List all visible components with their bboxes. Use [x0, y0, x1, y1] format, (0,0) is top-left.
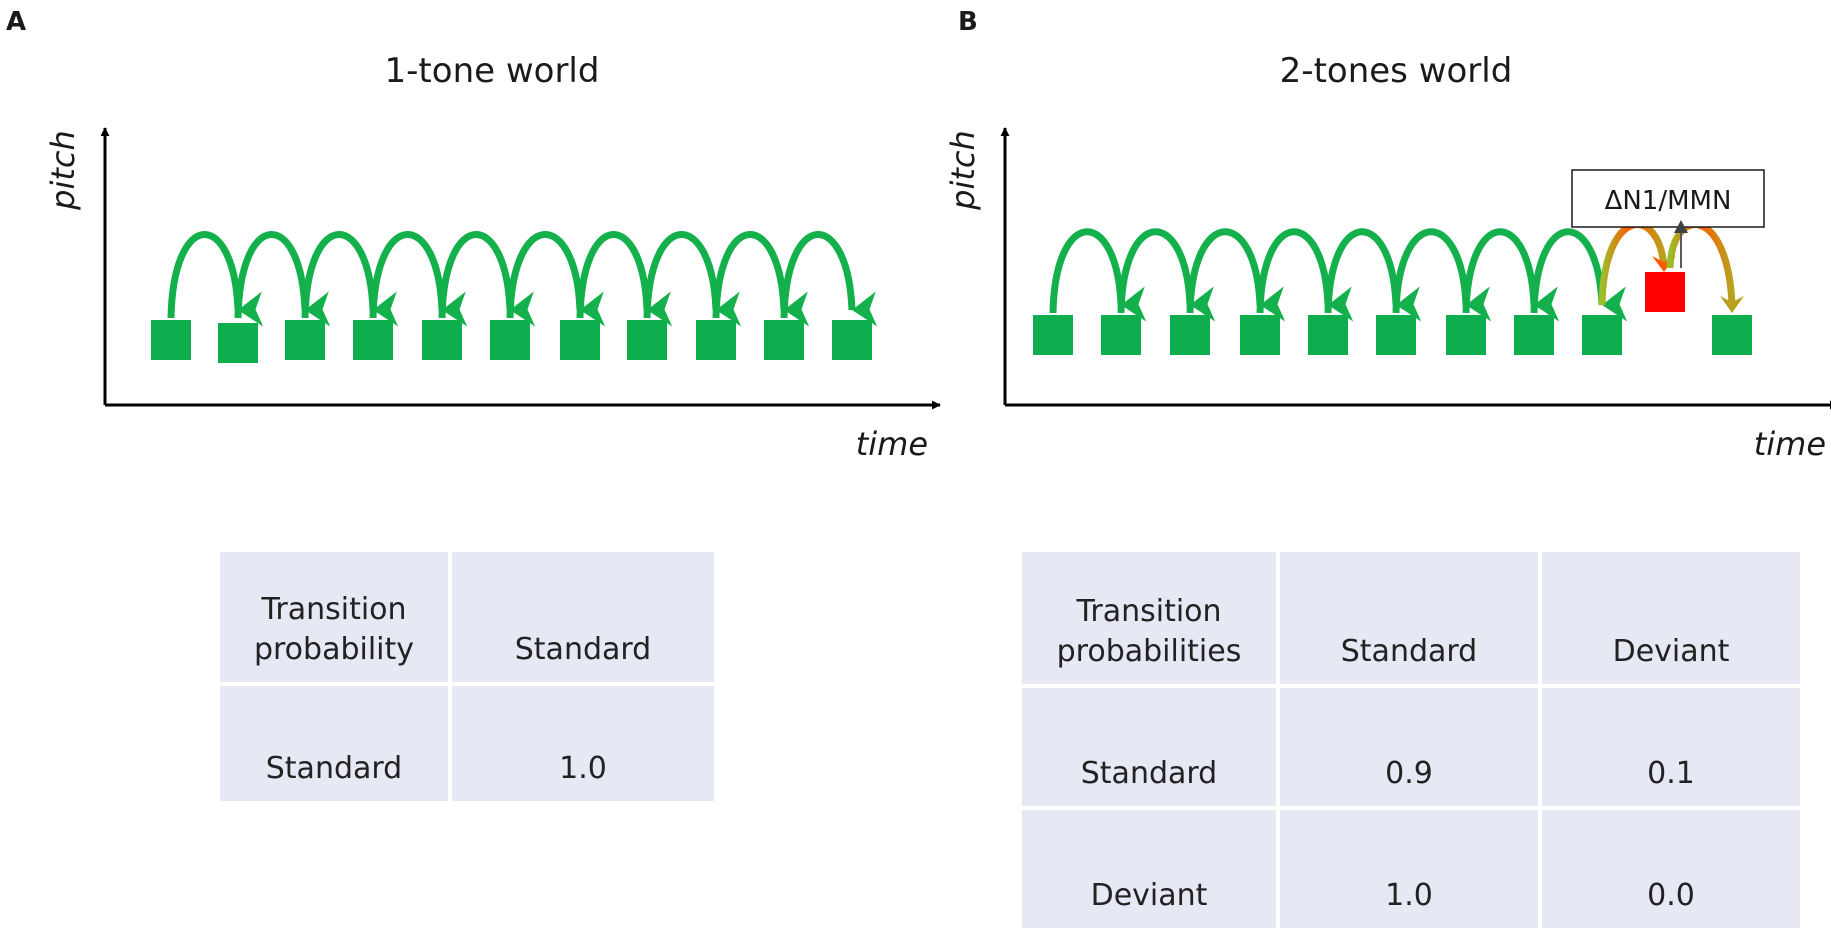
- standard-tone: [490, 320, 530, 360]
- standard-tone: [696, 320, 736, 360]
- standard-tone: [1582, 315, 1622, 355]
- transition-arrow: [1117, 228, 1216, 322]
- standard-tone: [1446, 315, 1486, 355]
- transition-arrow: [1324, 228, 1422, 322]
- table-row: Deviant 1.0 0.0: [1022, 810, 1800, 928]
- transition-arrow: [1049, 228, 1147, 322]
- table-cell: 0.9: [1280, 688, 1538, 806]
- table-cell: 1.0: [452, 686, 714, 801]
- transition-arrow: [576, 231, 673, 327]
- panel-b-transition-table: Transition probabilities Standard Devian…: [1018, 548, 1804, 932]
- panel-b-x-axis-label: time: [1754, 425, 1826, 463]
- surprise-arrowhead: [1720, 296, 1744, 313]
- table-header-row: Transition probability Standard: [220, 552, 714, 682]
- panel-b-tones: [1033, 272, 1752, 355]
- transition-arrow: [1530, 228, 1628, 322]
- annotation-pointer-head: [1674, 220, 1688, 233]
- standard-tone: [1514, 315, 1554, 355]
- transition-arrow: [780, 231, 878, 327]
- table-header-cell: Standard: [452, 552, 714, 682]
- standard-tone: [832, 320, 872, 360]
- transition-arrow: [643, 231, 742, 327]
- panel-b-title: 2-tones world: [1280, 51, 1513, 91]
- panel-a-transition-arrows: [167, 231, 878, 327]
- standard-tone: [353, 320, 393, 360]
- transition-arrow: [234, 231, 331, 327]
- standard-tone: [218, 323, 258, 363]
- transition-arrow: [301, 231, 399, 327]
- transition-arrow: [369, 231, 468, 327]
- standard-tone: [1170, 315, 1210, 355]
- table-cell: 0.0: [1542, 810, 1800, 928]
- panel-a-title: 1-tone world: [385, 51, 600, 91]
- table-row: Standard 0.9 0.1: [1022, 688, 1800, 806]
- table-row-label: Standard: [1022, 688, 1276, 806]
- standard-tone: [1712, 315, 1752, 355]
- deviant-tone: [1645, 272, 1685, 312]
- standard-tone: [764, 320, 804, 360]
- table-header-cell: Standard: [1280, 552, 1538, 684]
- transition-arrow: [712, 231, 810, 327]
- standard-tone: [151, 320, 191, 360]
- standard-tone: [1101, 315, 1141, 355]
- panel-a: A 1-tone world pitch time: [6, 7, 941, 463]
- standard-tone: [560, 320, 600, 360]
- panel-b: B 2-tones world ΔN1/MMN pitch time: [944, 7, 1831, 463]
- transition-arrow: [506, 231, 606, 327]
- standard-tone: [1033, 315, 1073, 355]
- annotation-box: [1571, 169, 1765, 228]
- standard-tone: [285, 320, 325, 360]
- table-row-label: Standard: [220, 686, 448, 801]
- table-header-row: Transition probabilities Standard Devian…: [1022, 552, 1800, 684]
- panel-b-y-axis-label: pitch: [944, 130, 982, 211]
- table-row: Standard 1.0: [220, 686, 714, 801]
- transition-arrow: [1462, 228, 1560, 322]
- transition-arrow: [167, 231, 264, 327]
- panel-b-transition-arrows: [1049, 221, 1744, 322]
- table-cell: 1.0: [1280, 810, 1538, 928]
- standard-tone: [1240, 315, 1280, 355]
- transition-arrow: [1186, 228, 1286, 322]
- panel-a-tones: [151, 320, 872, 363]
- annotation-text: ΔN1/MMN: [1605, 186, 1732, 216]
- panel-a-transition-table: Transition probability Standard Standard…: [216, 548, 718, 805]
- standard-tone: [627, 320, 667, 360]
- table-row-label: Deviant: [1022, 810, 1276, 928]
- table-header-cell: Deviant: [1542, 552, 1800, 684]
- table-cell: 0.1: [1542, 688, 1800, 806]
- panel-a-y-axis-label: pitch: [44, 130, 82, 211]
- standard-tone: [1308, 315, 1348, 355]
- standard-tone: [422, 320, 462, 360]
- panel-a-x-axis-label: time: [856, 425, 928, 463]
- transition-arrow: [1392, 228, 1492, 322]
- transition-arrow: [438, 231, 536, 327]
- table-header-cell: Transition probabilities: [1022, 552, 1276, 684]
- standard-tone: [1376, 315, 1416, 355]
- transition-arrow: [1256, 228, 1354, 322]
- panel-a-label: A: [6, 7, 26, 37]
- table-header-cell: Transition probability: [220, 552, 448, 682]
- panel-b-label: B: [958, 7, 978, 37]
